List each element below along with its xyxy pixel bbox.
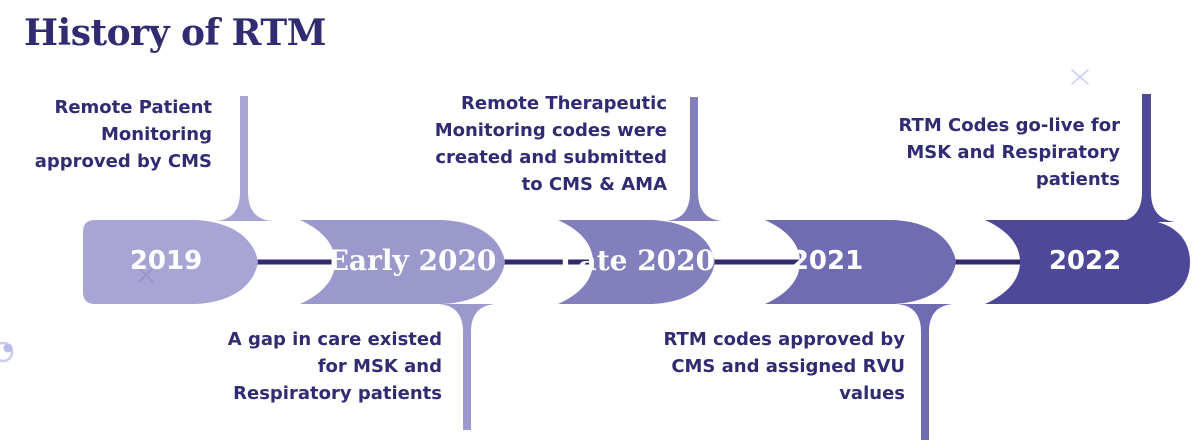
milestone-note-late2020: Remote Therapeutic Monitoring codes were… <box>434 93 667 195</box>
page-title: History of RTM <box>24 12 326 54</box>
decor-swirl-dot <box>3 343 13 353</box>
decor-swirl <box>0 341 14 363</box>
decor-sparkle-icon <box>1071 69 1089 85</box>
milestone-shape-late2020 <box>558 220 715 304</box>
connector-tail-2021-down <box>897 304 953 440</box>
milestone-label-late2020: Late 2020 <box>558 244 716 278</box>
milestone-shape-2019 <box>83 220 258 304</box>
connector-tail-2019-up <box>216 96 272 221</box>
connector-tail-2022-up <box>1118 94 1175 222</box>
milestone-shape-2022 <box>985 220 1190 304</box>
milestone-label-2022: 2022 <box>1048 245 1122 276</box>
milestone-note-2022: RTM Codes go-live for MSK and Respirator… <box>898 115 1120 190</box>
milestone-note-2019: Remote Patient Monitoring approved by CM… <box>34 97 212 172</box>
milestone-note-2021: RTM codes approved by CMS and assigned R… <box>663 329 906 404</box>
milestone-label-2021: 2021 <box>790 245 864 276</box>
milestone-shape-2021 <box>765 220 956 304</box>
milestone-shape-early2020 <box>300 220 505 304</box>
milestone-label-2019: 2019 <box>129 245 203 276</box>
connector-tail-late2020-up <box>666 97 722 221</box>
decor-x-mark <box>138 267 154 283</box>
milestone-note-early2020: A gap in care existed for MSK and Respir… <box>227 329 442 404</box>
connector-tail-early2020-down <box>439 304 495 430</box>
milestone-label-early2020: Early 2020 <box>327 244 497 278</box>
